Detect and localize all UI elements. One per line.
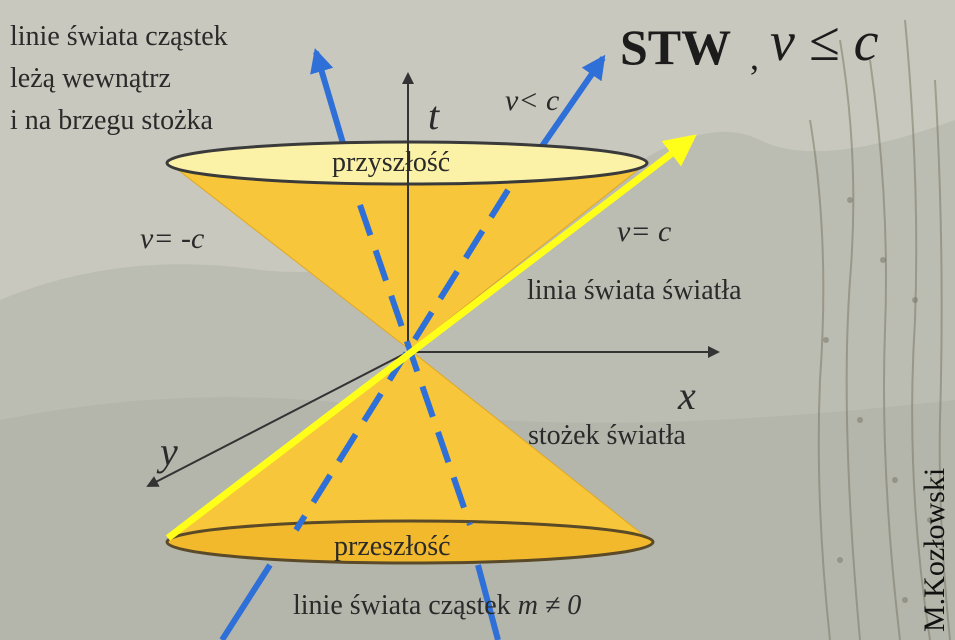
particle-worldline-left-bottom	[219, 563, 273, 640]
title-stw: STW	[620, 19, 732, 75]
label-past: przeszłość	[334, 531, 451, 562]
label-light-worldline: linia świata światła	[527, 275, 742, 306]
label-particle-worldlines: linie świata cząstek m ≠ 0	[293, 590, 581, 622]
y-axis	[146, 351, 409, 487]
label-v-c: v= c	[617, 215, 672, 248]
label-future: przyszłość	[332, 147, 451, 178]
t-axis-label: t	[428, 93, 440, 138]
particle-worldline-left-dashed	[357, 204, 473, 526]
label-v-less-c: v< c	[505, 84, 560, 117]
past-cone-base	[165, 519, 655, 565]
x-axis-label: x	[678, 373, 696, 418]
title-comma: ,	[750, 37, 759, 77]
note-line-2: leżą wewnątrz	[10, 63, 171, 94]
tree-dots	[823, 197, 933, 603]
particle-worldline-right-bottom	[475, 564, 501, 640]
label-light-cone: stożek światła	[528, 420, 686, 451]
tree-branches	[809, 19, 951, 640]
label-particle-worldlines-prefix: linie świata cząstek	[293, 590, 511, 621]
title-formula: v ≤ c	[770, 11, 879, 73]
label-particle-worldlines-condition: m ≠ 0	[517, 590, 582, 621]
particle-worldline-left-top	[310, 48, 348, 151]
label-v-minus-c: v= -c	[140, 222, 205, 255]
note-line-3: i na brzegu stożka	[10, 105, 213, 136]
light-worldline	[165, 134, 697, 541]
author-signature: M.Kozłowski	[918, 467, 951, 632]
y-axis-label: y	[160, 429, 178, 474]
note-line-1: linie świata cząstek	[10, 21, 228, 52]
